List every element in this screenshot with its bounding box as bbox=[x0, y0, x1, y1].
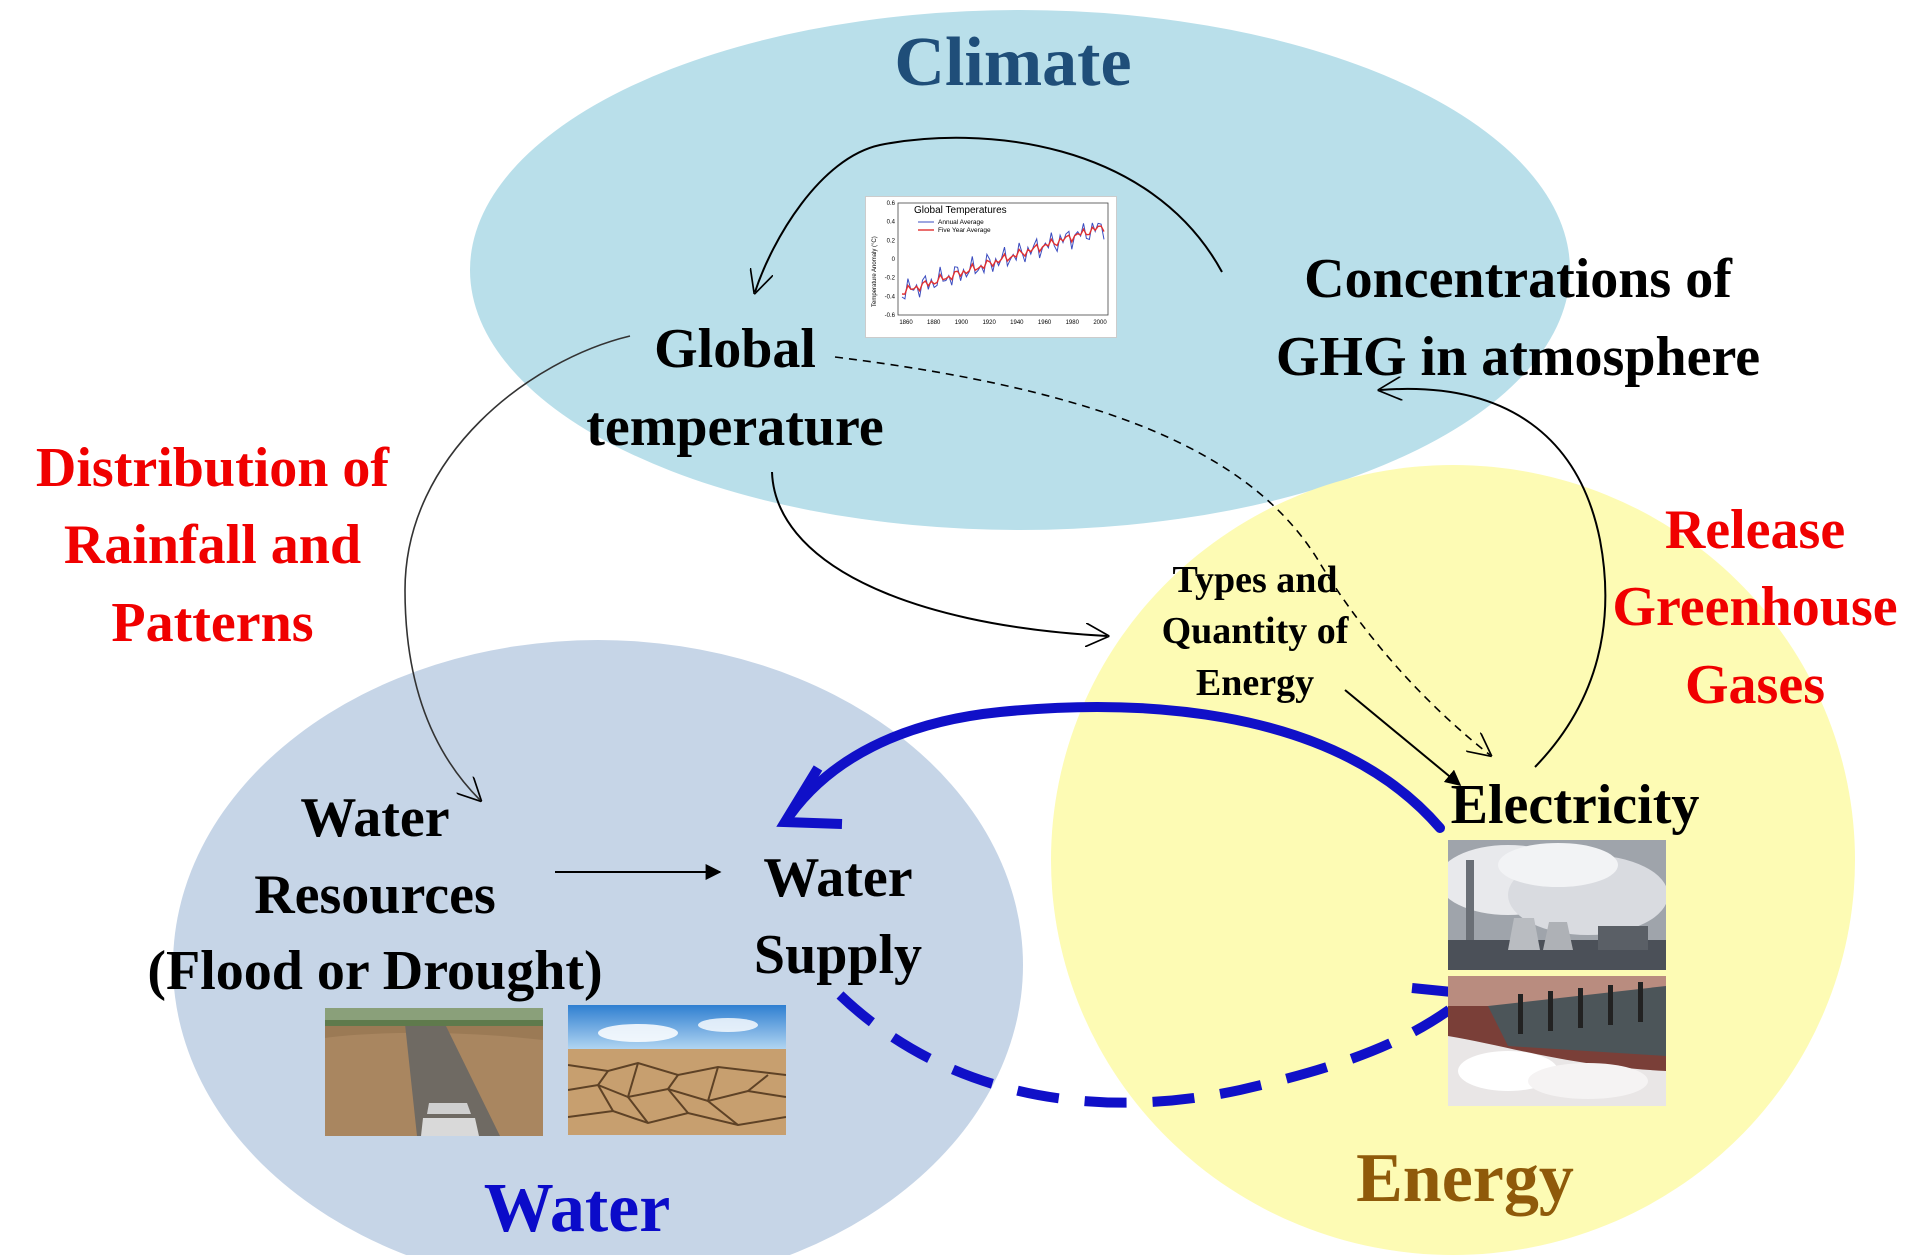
greenhouse-line-1: Release bbox=[1664, 499, 1846, 561]
inset-frame bbox=[897, 202, 1109, 316]
ghg-concentrations-node: Concentrations of GHG in atmosphere bbox=[1228, 240, 1808, 397]
inset-x-tick-label: 1920 bbox=[982, 320, 996, 326]
water-resources-line-3: (Flood or Drought) bbox=[147, 940, 603, 1003]
energy-types-line-1: Types and bbox=[1172, 559, 1338, 601]
inset-x-tick-label: 1980 bbox=[1066, 320, 1080, 326]
inset-x-tick-label: 1940 bbox=[1010, 320, 1024, 326]
arrow-temperature-to-energy-types bbox=[771, 471, 1107, 636]
arrow-energy-types-to-electricity bbox=[1344, 689, 1462, 787]
water-resources-line-1: Water bbox=[300, 787, 450, 849]
water-resources-line-2: Resources bbox=[254, 863, 496, 926]
legend-label-five-year: Five Year Average bbox=[938, 227, 991, 234]
blue-arrow-electricity-to-water-supply bbox=[785, 702, 1445, 833]
water-title: Water bbox=[483, 1170, 671, 1247]
power-plant-photo bbox=[1448, 840, 1666, 970]
global-temperature-line-1: Global bbox=[654, 318, 816, 380]
inset-y-tick-label: 0.2 bbox=[887, 238, 896, 244]
inset-x-tick-label: 1880 bbox=[927, 320, 941, 326]
energy-types-line-3: Energy bbox=[1195, 661, 1315, 704]
arrow-ghg-to-temperature bbox=[755, 136, 1223, 292]
flood-photo bbox=[325, 1008, 543, 1136]
dam-photo bbox=[1448, 976, 1666, 1106]
inset-y-tick-label: -0.6 bbox=[885, 313, 896, 319]
inset-y-tick-label: -0.2 bbox=[885, 276, 896, 282]
energy-title: Energy bbox=[1356, 1140, 1574, 1217]
energy-types-node: Types and Quantity of Energy bbox=[1130, 555, 1380, 709]
inset-x-tick-label: 1960 bbox=[1038, 320, 1052, 326]
inset-axes bbox=[897, 202, 1109, 316]
water-supply-line-1: Water bbox=[763, 847, 913, 909]
greenhouse-line-3: Gases bbox=[1685, 653, 1825, 716]
rainfall-line-3: Patterns bbox=[111, 591, 314, 654]
greenhouse-link-label: Release Greenhouse Gases bbox=[1590, 492, 1920, 724]
ghg-line-2: GHG in atmosphere bbox=[1275, 326, 1761, 389]
inset-y-axis-label: Temperature Anomaly (°C) bbox=[872, 236, 878, 307]
arrow-temperature-to-water-resources bbox=[404, 335, 631, 800]
drought-photo bbox=[568, 1005, 786, 1135]
inset-x-tick-label: 1900 bbox=[955, 320, 969, 326]
inset-y-tick-label: 0.6 bbox=[887, 201, 896, 207]
rainfall-line-1: Distribution of bbox=[35, 437, 390, 499]
legend-label-annual: Annual Average bbox=[938, 219, 984, 226]
water-supply-line-2: Supply bbox=[753, 923, 923, 986]
global-temperature-line-2: temperature bbox=[586, 396, 884, 459]
greenhouse-line-2: Greenhouse bbox=[1612, 576, 1898, 639]
inset-y-tick-label: 0 bbox=[892, 257, 896, 263]
arrow-electricity-to-ghg bbox=[1380, 389, 1607, 768]
inset-x-tick-label: 1860 bbox=[899, 320, 913, 326]
rainfall-line-2: Rainfall and bbox=[63, 514, 362, 577]
five-year-average-line bbox=[901, 225, 1105, 295]
inset-y-tick-label: 0.4 bbox=[887, 220, 896, 226]
climate-title: Climate bbox=[894, 24, 1132, 101]
blue-arrowhead-water-supply bbox=[776, 765, 843, 829]
global-temperature-node: Global temperature bbox=[540, 310, 930, 467]
inset-x-tick-label: 2000 bbox=[1093, 320, 1107, 326]
annual-average-line bbox=[901, 222, 1105, 300]
electricity-node: Electricity bbox=[1450, 774, 1700, 836]
ghg-line-1: Concentrations of bbox=[1304, 248, 1732, 310]
water-resources-node: Water Resources (Flood or Drought) bbox=[90, 780, 660, 1010]
rainfall-link-label: Distribution of Rainfall and Patterns bbox=[0, 430, 425, 662]
inset-y-tick-label: -0.4 bbox=[885, 294, 896, 300]
energy-types-line-2: Quantity of bbox=[1161, 610, 1349, 653]
water-supply-node: Water Supply bbox=[718, 840, 958, 993]
inset-chart-title: Global Temperatures bbox=[914, 205, 1007, 216]
